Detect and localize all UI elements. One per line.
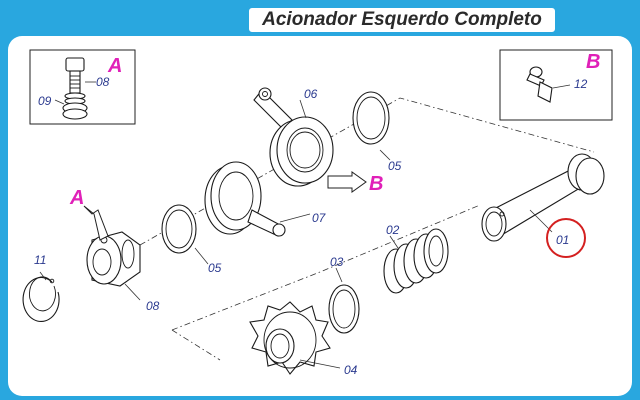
grease-nipple-icon bbox=[526, 66, 553, 103]
part-02-spring bbox=[383, 228, 449, 294]
part-03-washer bbox=[328, 284, 360, 334]
part-11-circlip bbox=[22, 276, 60, 323]
marker-b-label: B bbox=[369, 173, 383, 195]
part-label-03: 03 bbox=[330, 255, 344, 269]
assembly-axis-bottom bbox=[171, 329, 221, 361]
part-label-09: 09 bbox=[38, 94, 52, 108]
part-label-11: 11 bbox=[34, 253, 46, 267]
page-title: Acionador Esquerdo Completo bbox=[246, 5, 558, 35]
part-04-sprocket bbox=[249, 301, 331, 375]
part-label-01: 01 bbox=[556, 233, 569, 247]
assembly-axis-mid bbox=[171, 204, 481, 331]
marker-a-detail: A bbox=[107, 55, 122, 77]
part-01-shaft bbox=[481, 153, 605, 242]
marker-b-arrow: B bbox=[327, 171, 383, 195]
part-08-hub bbox=[86, 231, 141, 287]
marker-b-detail: B bbox=[586, 51, 600, 73]
part-05-washer-lower bbox=[161, 204, 197, 254]
part-label-06: 06 bbox=[304, 87, 318, 101]
detail-box-a: A 08 09 bbox=[29, 49, 136, 125]
part-label-08: 08 bbox=[146, 299, 160, 313]
part-label-05-lower: 05 bbox=[208, 261, 222, 275]
part-label-05-upper: 05 bbox=[388, 159, 402, 173]
part-06-bearing-housing bbox=[253, 87, 334, 187]
detail-box-b: B 12 bbox=[499, 49, 613, 121]
part-label-02: 02 bbox=[386, 223, 400, 237]
part-label-07: 07 bbox=[312, 211, 327, 225]
highlight-circle bbox=[546, 218, 586, 258]
part-label-04: 04 bbox=[344, 363, 358, 377]
part-05-washer-upper bbox=[352, 91, 390, 145]
part-label-12: 12 bbox=[574, 77, 588, 91]
marker-a-arrow: A bbox=[69, 187, 109, 241]
marker-a-label: A bbox=[69, 187, 84, 209]
part-07-bearing-with-arm bbox=[204, 161, 286, 237]
grease-bolt-icon bbox=[62, 57, 88, 120]
part-label-08-detail: 08 bbox=[96, 75, 110, 89]
